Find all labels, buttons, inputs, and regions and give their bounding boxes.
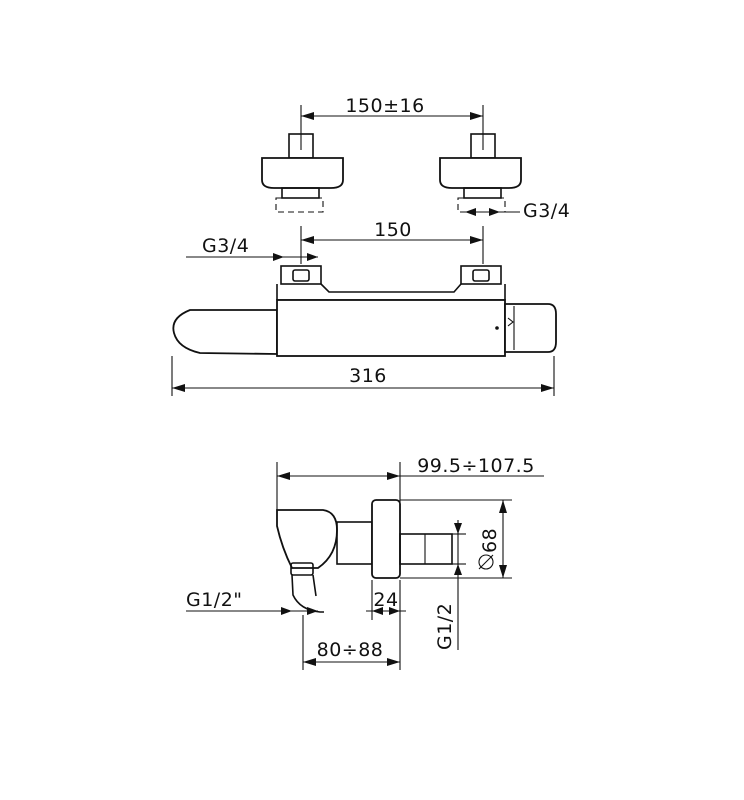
dimension-24: 24 <box>366 580 406 620</box>
dimension-label-overall-length: 316 <box>349 365 387 387</box>
dimension-label-outlet-depth: 80÷88 <box>317 639 384 661</box>
mixer-side-body <box>276 499 453 613</box>
thread-label-right: G3/4 <box>523 200 570 222</box>
dimension-inlet-spacing: 150±16 <box>300 95 484 150</box>
dimension-outlet-thread: G1/2" <box>186 589 318 615</box>
dimension-overall-length: 316 <box>171 356 555 396</box>
outlet-thread-label: G1/2" <box>186 589 243 611</box>
diameter-icon <box>478 554 494 570</box>
dimension-outlet-depth: 80÷88 <box>302 580 401 670</box>
side-view: 99.5÷107.5 68 <box>186 455 544 670</box>
thread-label-vertical: G1/2 <box>434 603 456 650</box>
dimension-label-24: 24 <box>373 589 398 611</box>
dimension-label-wall-projection: 99.5÷107.5 <box>417 455 535 477</box>
dimension-thread-vertical: G1/2 <box>434 520 466 650</box>
dimension-connection-spacing: 150 <box>300 219 484 264</box>
front-view: 150±16 G3/4 <box>171 95 570 396</box>
dimension-diameter: 68 <box>400 499 512 579</box>
dimension-thread-left: G3/4 <box>186 235 318 261</box>
left-eccentric-fitting <box>261 133 344 213</box>
mixer-body <box>172 265 557 357</box>
thread-label-left: G3/4 <box>202 235 249 257</box>
dimension-label-diameter: 68 <box>479 528 501 553</box>
dimension-thread-right: G3/4 <box>465 200 570 222</box>
dimension-label-inlet-spacing: 150±16 <box>345 95 424 117</box>
dimension-label-connection-spacing: 150 <box>374 219 412 241</box>
right-eccentric-fitting <box>439 133 522 213</box>
